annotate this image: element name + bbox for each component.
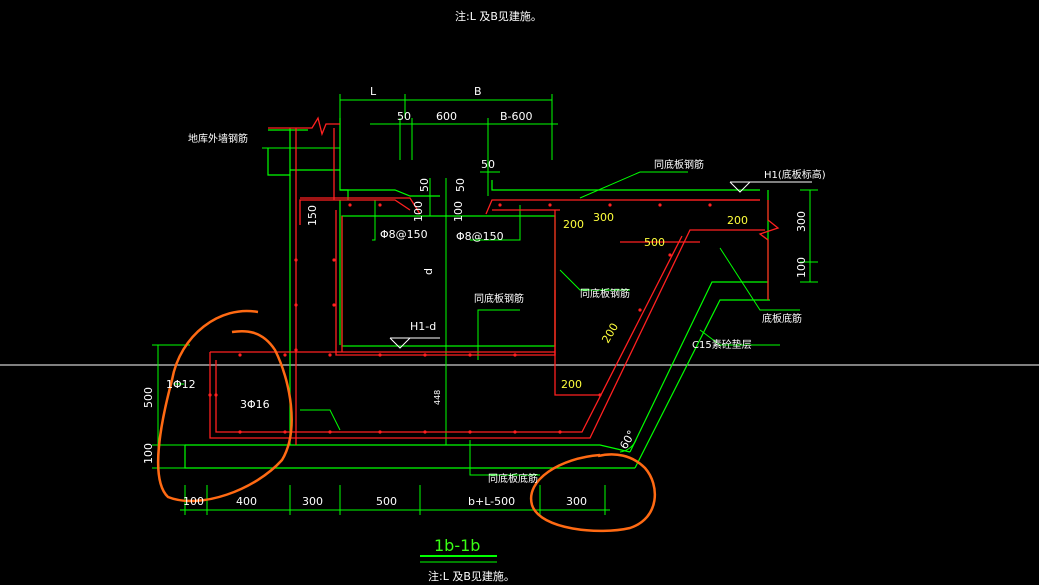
dim-100-left: 100 <box>142 443 155 464</box>
label-outer-wall-rebar: 地库外墙钢筋 <box>188 132 248 145</box>
dim-200-c: 200 <box>599 321 621 346</box>
dim-300: 300 <box>593 211 614 224</box>
dim-50-a: 50 <box>397 110 411 123</box>
pit-wall-outline <box>339 118 349 200</box>
dim-50-c: 50 <box>418 178 431 192</box>
label-rebar-1-12: 1Φ12 <box>166 378 196 391</box>
dim-100-b: 100 <box>452 201 465 222</box>
label-rebar-8-150-b: Φ8@150 <box>456 230 504 243</box>
dim-200-a: 200 <box>563 218 584 231</box>
section-title: 1b-1b <box>434 536 480 555</box>
dim-150: 150 <box>306 205 319 226</box>
dim-d: d <box>422 268 435 275</box>
label-same-slab-bottom-rebar: 同底板底筋 <box>488 472 538 485</box>
label-rebar-8-150-a: Φ8@150 <box>380 228 428 241</box>
annotation-circle-right <box>529 453 657 533</box>
label-same-slab-rebar-mid: 同底板钢筋 <box>474 292 524 305</box>
label-same-slab-rebar-top: 同底板钢筋 <box>654 158 704 171</box>
dim-200-b: 200 <box>727 214 748 227</box>
dim-bottom-500: 500 <box>376 495 397 508</box>
rebar-dots <box>208 203 712 434</box>
outer-wall-left-outline <box>267 128 291 176</box>
dim-100-a: 100 <box>412 201 425 222</box>
label-h1-d: H1-d <box>410 320 436 333</box>
label-same-slab-rebar-right: 同底板钢筋 <box>580 287 630 300</box>
top-note: 注:L 及B见建施。 <box>455 9 542 23</box>
bottom-note: 注:L 及B见建施。 <box>428 569 515 583</box>
dim-50-b: 50 <box>481 158 495 171</box>
label-slab-bottom-rebar: 底板底筋 <box>762 312 802 325</box>
dim-200-d: 200 <box>561 378 582 391</box>
dim-500-left: 500 <box>142 387 155 408</box>
dim-448: 448 <box>433 390 442 405</box>
level-markers <box>389 181 812 349</box>
pit-box-outline <box>341 215 556 347</box>
markup-annotations <box>156 309 657 533</box>
dim-B-600: B-600 <box>500 110 533 123</box>
dim-50-d: 50 <box>454 178 467 192</box>
dim-L: L <box>370 85 377 98</box>
dim-angle: 60° <box>617 428 638 451</box>
wall-rebar-break <box>268 116 340 137</box>
rebar-lines <box>209 116 780 445</box>
dim-500: 500 <box>644 236 665 249</box>
dim-100-right: 100 <box>795 257 808 278</box>
dim-bottom-100: 100 <box>183 495 204 508</box>
dim-bottom-300: 300 <box>302 495 323 508</box>
dim-bottom-400: 400 <box>236 495 257 508</box>
annotation-circle-left <box>156 309 293 503</box>
label-rebar-3-16: 3Φ16 <box>240 398 270 411</box>
label-c15-cushion: C15素砼垫层 <box>692 338 752 351</box>
dim-B: B <box>474 85 482 98</box>
dim-600: 600 <box>436 110 457 123</box>
label-h1-level: H1(底板标高) <box>764 168 826 181</box>
dim-bottom-bL500: b+L-500 <box>468 495 515 508</box>
dim-bottom-300-right: 300 <box>566 495 587 508</box>
dim-300-right: 300 <box>795 211 808 232</box>
